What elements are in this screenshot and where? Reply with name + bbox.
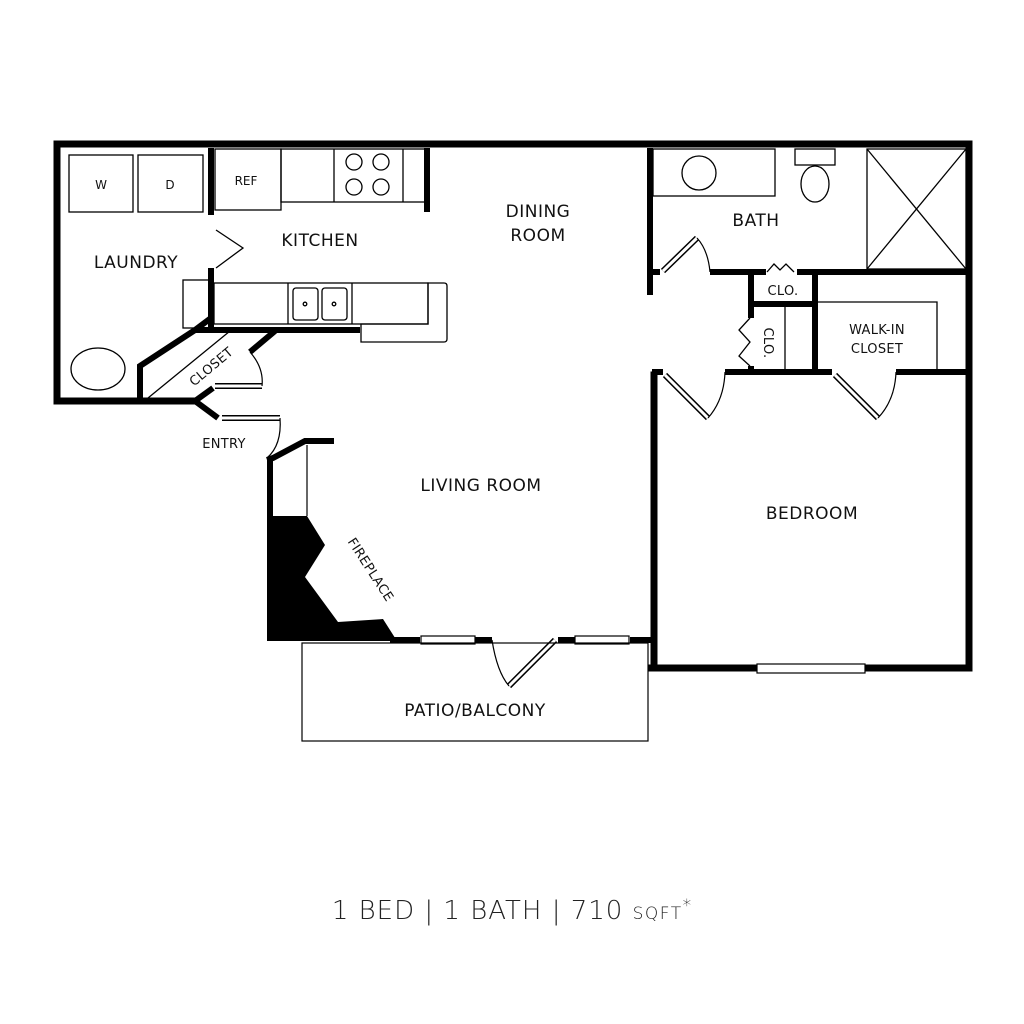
room-label-bath: BATH — [732, 211, 779, 231]
room-label-entry: ENTRY — [202, 437, 246, 452]
laundry-tub — [70, 347, 126, 391]
bedroom-window — [756, 663, 866, 674]
living-window-right — [574, 635, 630, 645]
unit-summary: 1 BED | 1 BATH | 710 SQFT* — [0, 896, 1024, 926]
room-label-walkin-1: WALK-IN — [849, 323, 905, 338]
separator: | — [551, 896, 562, 926]
room-label-walkin-2: CLOSET — [851, 342, 903, 357]
refrigerator-label: REF — [235, 174, 258, 188]
room-label-dining-2: ROOM — [510, 226, 565, 246]
living-window-left — [420, 635, 476, 645]
area-unit: SQFT — [632, 904, 683, 924]
room-label-closet-small-2: CLO. — [760, 328, 775, 359]
toilet-tank — [794, 148, 836, 166]
washer-label: W — [95, 178, 107, 192]
doors — [215, 229, 897, 459]
square-footage: 710 — [570, 896, 624, 926]
room-label-living-room: LIVING ROOM — [420, 476, 541, 496]
beds-count: 1 BED — [331, 896, 416, 926]
dryer-label: D — [165, 178, 174, 192]
dryer-outline — [137, 154, 204, 213]
exterior-walls — [53, 140, 973, 672]
footnote-marker: * — [682, 896, 693, 916]
room-label-bedroom: BEDROOM — [766, 504, 858, 524]
fireplace — [267, 458, 397, 641]
separator: | — [424, 896, 435, 926]
room-label-kitchen: KITCHEN — [281, 231, 358, 251]
shower — [866, 148, 967, 270]
toilet-bowl — [800, 165, 830, 203]
washer-outline — [68, 154, 134, 213]
bath-vanity — [652, 148, 776, 197]
room-label-laundry: LAUNDRY — [94, 253, 178, 273]
baths-count: 1 BATH — [443, 896, 543, 926]
room-label-dining-1: DINING — [506, 202, 571, 222]
patio-door — [491, 637, 558, 689]
fixtures — [68, 148, 967, 399]
room-label-patio: PATIO/BALCONY — [404, 701, 546, 721]
patio-outline — [301, 642, 649, 742]
room-label-closet-small-1: CLO. — [768, 284, 799, 299]
room-label-fireplace: FIREPLACE — [344, 536, 396, 605]
